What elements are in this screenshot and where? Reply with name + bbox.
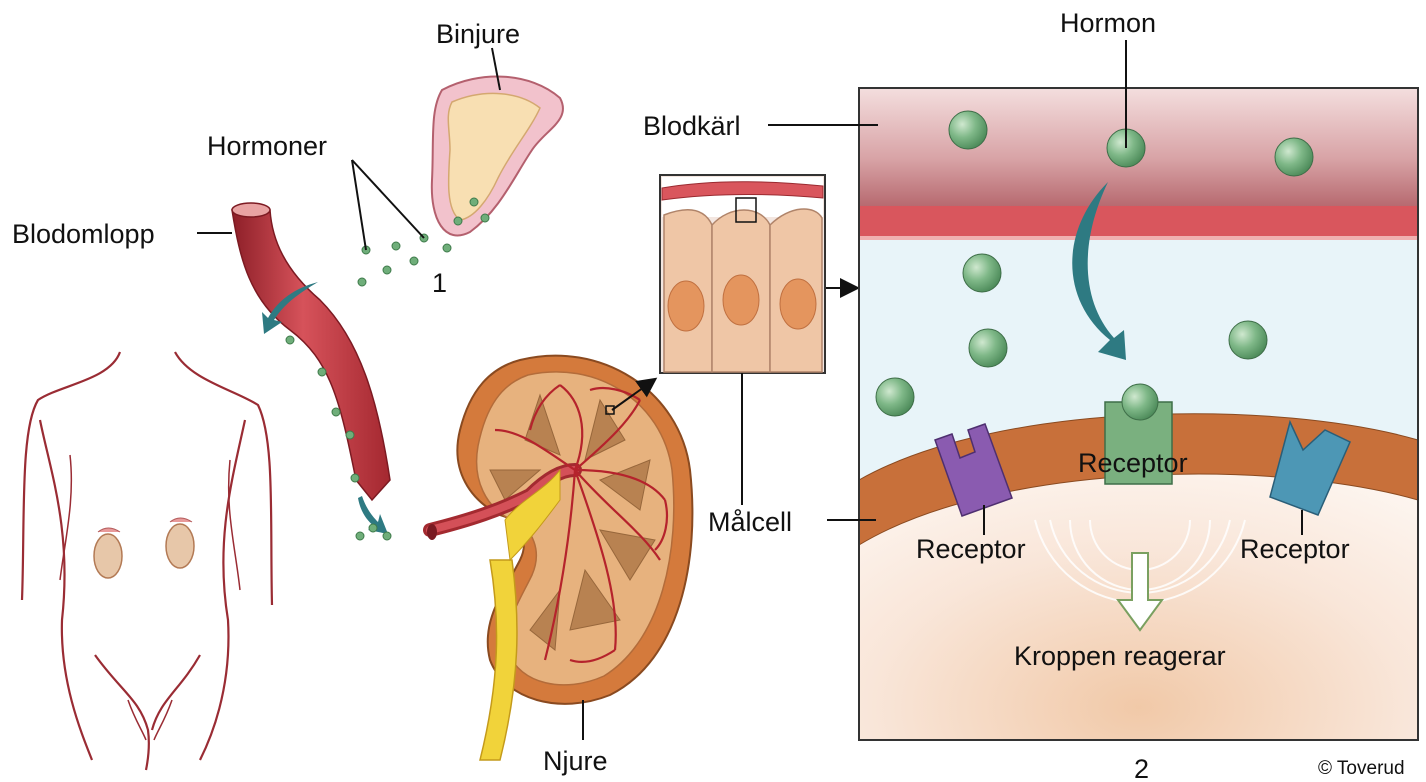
hormone-dots-released [356,524,391,540]
label-kroppen-reagerar: Kroppen reagerar [1014,641,1226,671]
label-hormoner: Hormoner [207,131,327,161]
label-step-1: 1 [432,268,447,298]
label-hormon: Hormon [1060,8,1156,38]
label-receptor-left: Receptor [916,534,1026,564]
label-receptor-mid: Receptor [1078,448,1188,478]
label-blodomlopp: Blodomlopp [12,219,155,249]
label-malcell: Målcell [708,507,792,537]
label-receptor-right: Receptor [1240,534,1350,564]
label-blodkarl: Blodkärl [643,111,741,141]
label-njure: Njure [543,746,608,776]
body-outline [22,352,272,770]
kidney [427,356,692,760]
tissue-inset [660,175,825,373]
label-binjure: Binjure [436,19,520,49]
label-step-2: 2 [1134,754,1149,782]
label-copyright: © Toverud [1318,758,1405,779]
body-kidneys [94,518,194,578]
adrenal-gland [432,77,563,236]
